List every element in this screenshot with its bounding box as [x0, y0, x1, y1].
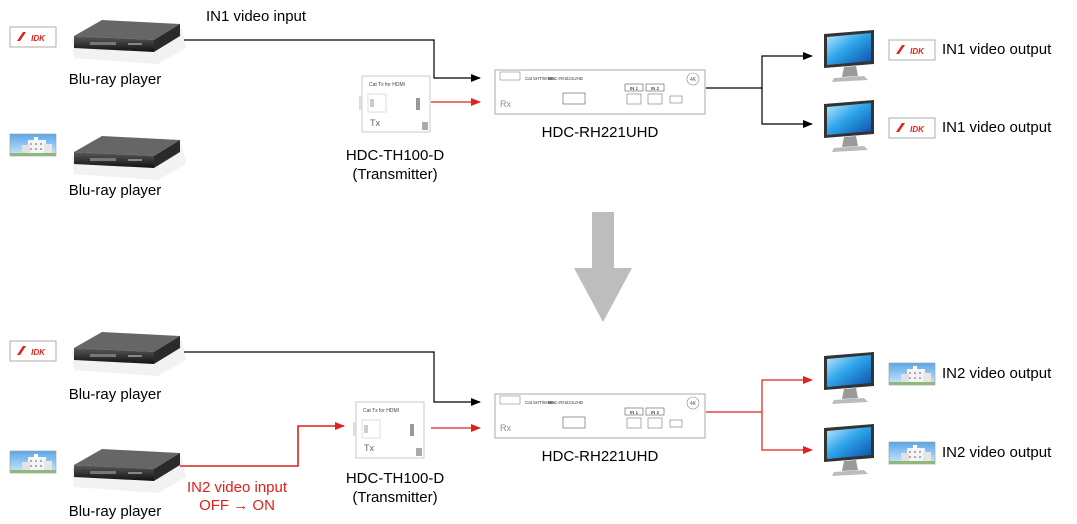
svg-text:IN 2: IN 2 — [651, 86, 660, 91]
transmitter-device: Cat Tx for HDMI Tx — [353, 402, 424, 458]
blu-ray-player-icon — [72, 449, 186, 493]
svg-text:Tx: Tx — [364, 443, 374, 453]
svg-text:IDK: IDK — [31, 348, 46, 357]
receiver-device: Cat 5HT/6HBA HDC-RH221UHD Rx IN 1 IN 2 4… — [495, 394, 705, 438]
source1-label: Blu-ray player — [40, 386, 190, 404]
svg-text:IN 2: IN 2 — [651, 410, 660, 415]
svg-text:4K: 4K — [690, 77, 697, 83]
in1-signal-line — [184, 352, 480, 402]
idk-logo: IDK — [889, 118, 935, 138]
out2-signal-line — [762, 88, 812, 124]
receiver-device: Cat 5HT/6HBA HDC-RH221UHD Rx IN 1 IN 2 4… — [495, 70, 705, 114]
in1-input-label: IN1 video input — [206, 8, 306, 26]
transmitter-role: (Transmitter) — [320, 166, 470, 184]
svg-text:IN 1: IN 1 — [630, 410, 639, 415]
svg-text:HDC-RH221UHD: HDC-RH221UHD — [548, 76, 584, 81]
transmitter-name: HDC-TH100-D — [320, 470, 470, 488]
building-photo-icon — [10, 451, 56, 473]
idk-logo: IDK — [10, 341, 56, 361]
building-photo-icon — [889, 363, 935, 385]
svg-text:HDC-RH221UHD: HDC-RH221UHD — [548, 400, 584, 405]
in2-state-label: OFF → ON — [172, 497, 302, 515]
out1-signal-line — [706, 380, 812, 412]
svg-text:IDK: IDK — [31, 34, 46, 43]
svg-text:Tx: Tx — [370, 118, 380, 128]
receiver-name: HDC-RH221UHD — [525, 448, 675, 466]
svg-text:Rx: Rx — [500, 99, 511, 109]
out1-signal-line — [706, 56, 812, 88]
output1-label: IN1 video output — [942, 41, 1051, 59]
source2-label: Blu-ray player — [40, 182, 190, 200]
svg-text:IN 1: IN 1 — [630, 86, 639, 91]
svg-text:4K: 4K — [690, 401, 697, 407]
monitor-icon — [824, 100, 874, 152]
building-photo-icon — [10, 134, 56, 156]
transition-arrow — [574, 212, 632, 322]
source1-label: Blu-ray player — [40, 71, 190, 89]
transmitter-device: Cat Tx for HDMI Tx — [359, 76, 430, 132]
monitor-icon — [824, 352, 874, 404]
blu-ray-player-icon — [72, 136, 186, 180]
monitor-icon — [824, 30, 874, 82]
output2-label: IN1 video output — [942, 119, 1051, 137]
monitor-icon — [824, 424, 874, 476]
receiver-name: HDC-RH221UHD — [525, 124, 675, 142]
blu-ray-player-icon — [72, 20, 186, 64]
transmitter-name: HDC-TH100-D — [320, 147, 470, 165]
blu-ray-player-icon — [72, 332, 186, 376]
source2-label: Blu-ray player — [40, 503, 190, 521]
output1-label: IN2 video output — [942, 365, 1051, 383]
in1-signal-line — [184, 40, 480, 78]
svg-text:Cat Tx for HDMI: Cat Tx for HDMI — [369, 82, 405, 88]
svg-text:IDK: IDK — [910, 125, 925, 134]
idk-logo: IDK — [10, 27, 56, 47]
out2-signal-line — [762, 412, 812, 450]
svg-text:IDK: IDK — [910, 47, 925, 56]
building-photo-icon — [889, 442, 935, 464]
in2-signal-line — [180, 426, 344, 466]
svg-text:Rx: Rx — [500, 423, 511, 433]
output2-label: IN2 video output — [942, 444, 1051, 462]
transmitter-role: (Transmitter) — [320, 489, 470, 507]
svg-text:Cat Tx for HDMI: Cat Tx for HDMI — [363, 408, 399, 414]
idk-logo: IDK — [889, 40, 935, 60]
in2-input-label: IN2 video input — [172, 479, 302, 497]
